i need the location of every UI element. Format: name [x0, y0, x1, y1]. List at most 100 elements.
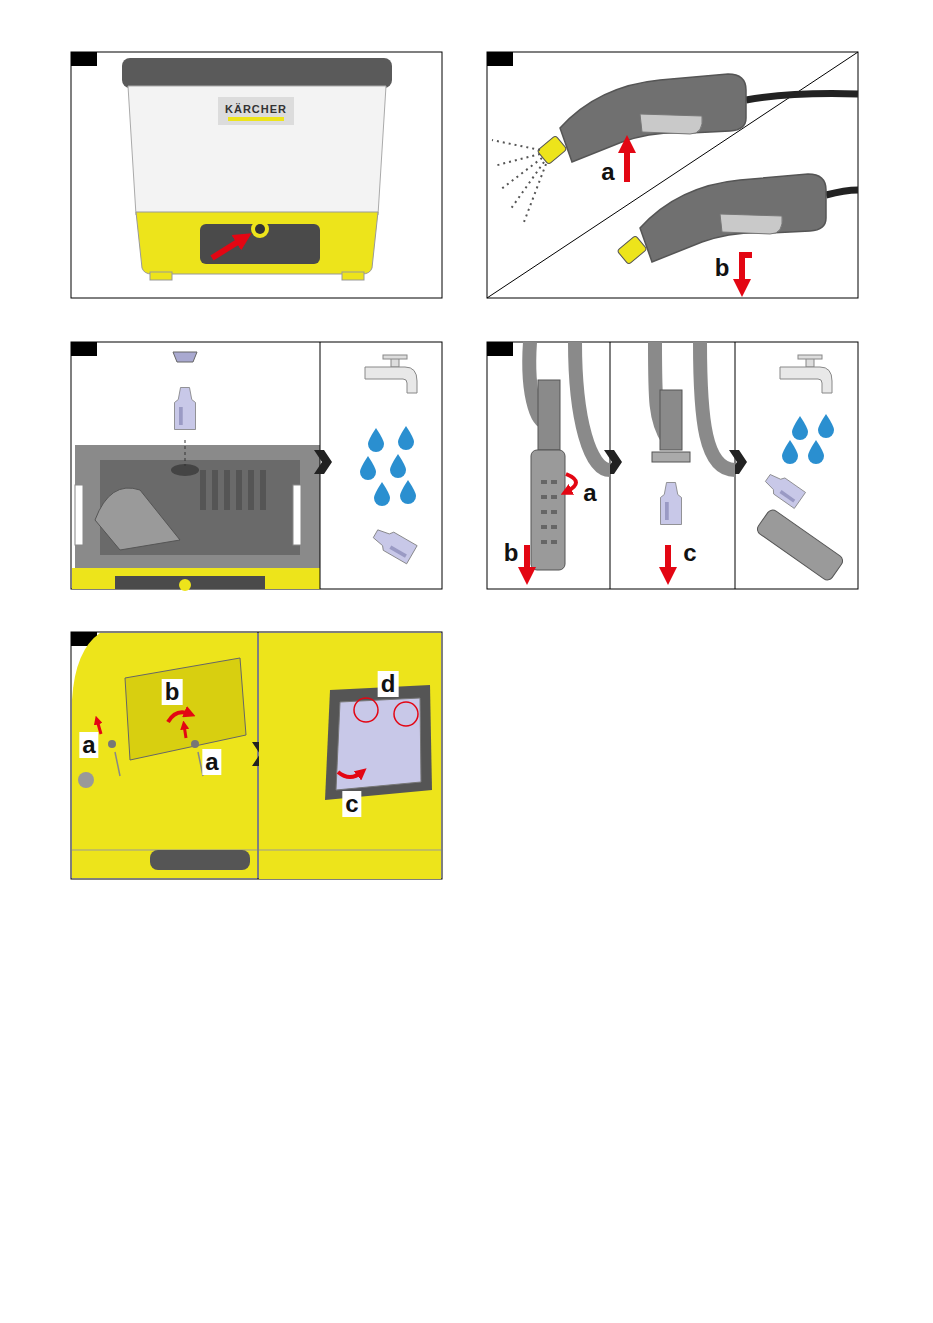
g-shape [755, 508, 845, 583]
rect-shape [200, 470, 206, 510]
path-shape [173, 352, 197, 362]
path-shape [746, 94, 858, 100]
rect-shape [200, 224, 320, 264]
use-shape [537, 74, 746, 165]
rect-shape [538, 380, 560, 450]
line-shape [487, 52, 858, 298]
step-letter: c [342, 791, 361, 817]
use-shape [368, 428, 384, 452]
line-shape [524, 164, 546, 222]
circle-shape [78, 772, 94, 788]
circle-shape [394, 702, 418, 726]
rect-shape [541, 540, 547, 544]
use-shape [398, 426, 414, 450]
rect-shape [71, 342, 442, 589]
rect-shape [742, 252, 752, 258]
use-shape [374, 482, 390, 506]
path-shape [314, 450, 332, 474]
path-shape [259, 633, 441, 879]
step-letter: b [712, 255, 733, 281]
rect-shape [551, 510, 557, 514]
line-shape [500, 158, 542, 190]
line-shape [115, 752, 120, 776]
rect-shape [551, 480, 557, 484]
step-letter: b [501, 540, 522, 566]
rect-shape [487, 52, 513, 66]
path-shape [826, 190, 858, 195]
use-shape [390, 454, 406, 478]
g-shape [492, 140, 546, 222]
panel-frames [71, 52, 858, 879]
path-shape [72, 633, 257, 878]
step-letter: a [202, 749, 221, 775]
rect-shape [236, 470, 242, 510]
line-shape [184, 725, 186, 738]
line-shape [665, 545, 671, 576]
use-shape [365, 355, 417, 393]
rect-shape [248, 470, 254, 510]
use-shape [661, 483, 682, 525]
use-shape [400, 480, 416, 504]
rect-shape [72, 568, 320, 589]
use-shape [360, 456, 376, 480]
circle-shape [108, 740, 116, 748]
line-shape [212, 238, 244, 258]
step-letter: a [580, 480, 599, 506]
rect-shape [541, 510, 547, 514]
line-shape [494, 154, 540, 166]
spray-gun-illustration [487, 52, 858, 298]
path-shape [95, 488, 180, 550]
circle-shape [354, 698, 378, 722]
brand-logo: KÄRCHER [225, 103, 287, 116]
circle-shape [179, 579, 191, 591]
use-shape [780, 355, 832, 393]
path-shape [655, 342, 735, 470]
line-shape [492, 140, 540, 150]
circle-shape [251, 220, 269, 238]
use-shape [762, 470, 805, 509]
rect-shape [212, 470, 218, 510]
use-shape [175, 388, 196, 430]
path-shape [136, 212, 378, 274]
circle-shape [255, 224, 265, 234]
tray-illustration [72, 342, 417, 591]
path-shape [259, 850, 441, 851]
rect-shape [150, 272, 172, 280]
rect-shape [71, 632, 442, 879]
step-letter: a [79, 732, 98, 758]
rect-shape [541, 525, 547, 529]
use-shape [782, 440, 798, 464]
use-shape [617, 174, 826, 265]
rect-shape [293, 485, 301, 545]
path-shape [128, 86, 386, 215]
path-shape [336, 698, 421, 790]
rect-shape [71, 52, 97, 66]
line-shape [185, 440, 186, 466]
rect-shape [487, 342, 858, 589]
use-shape [792, 416, 808, 440]
rect-shape [71, 52, 442, 298]
battery-illustration [72, 632, 441, 879]
path-shape [566, 474, 576, 492]
path-shape [325, 685, 432, 800]
rect-shape [75, 485, 83, 545]
rect-shape [541, 480, 547, 484]
line-shape [258, 632, 259, 879]
path-shape [338, 772, 362, 777]
line-shape [510, 162, 544, 210]
use-shape [808, 440, 824, 464]
use-shape [818, 414, 834, 438]
rect-shape [551, 495, 557, 499]
line-shape [624, 144, 630, 182]
rect-shape [652, 452, 690, 462]
path-shape [125, 658, 246, 760]
line-shape [524, 545, 530, 576]
g-shape [541, 480, 557, 544]
rect-shape [122, 58, 392, 88]
rect-shape [218, 97, 294, 125]
rect-shape [487, 52, 858, 298]
step-letter: d [378, 671, 399, 697]
rect-shape [75, 445, 320, 570]
